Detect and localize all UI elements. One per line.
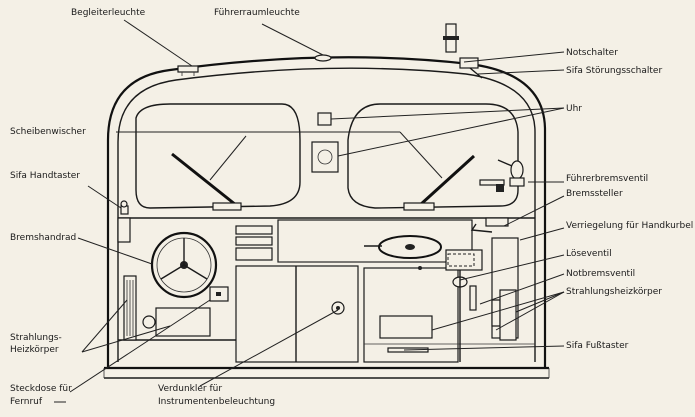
clock-icon <box>311 141 339 173</box>
label-sifa-stoerungsschalter: Sifa Störungsschalter <box>566 66 662 76</box>
right-wiper <box>403 154 476 211</box>
labels: Begleiterleuchte Führerraumleuchte Notsc… <box>10 8 693 407</box>
sifa-handtaster-device <box>120 200 129 215</box>
dashboard <box>117 217 535 263</box>
label-steckdose-line1: Steckdose für <box>10 384 72 394</box>
fuehrerraumleuchte-lamp <box>314 54 332 62</box>
handkurbel-assembly <box>479 159 525 192</box>
label-loeseventil: Löseventil <box>566 249 612 259</box>
label-verdunkler-line2: Instrumentenbeleuchtung <box>158 397 275 407</box>
right-window <box>347 103 519 209</box>
label-notbremsventil: Notbremsventil <box>566 269 635 279</box>
left-window <box>135 103 301 209</box>
label-strahlungs-line2: Heizkörper <box>10 345 59 355</box>
label-fuehrerraumleuchte: Führerraumleuchte <box>214 8 300 18</box>
label-sifa-fusstaster: Sifa Fußtaster <box>566 341 629 351</box>
label-begleiterleuchte: Begleiterleuchte <box>71 8 146 18</box>
switch-block <box>235 225 273 261</box>
label-verdunkler-line1: Verdunkler für <box>158 384 222 394</box>
notschalter-device <box>443 23 483 79</box>
center-cabinet <box>235 265 359 363</box>
left-cabinet <box>118 275 236 341</box>
label-strahlungsheizkoerper-right: Strahlungsheizkörper <box>566 287 662 297</box>
label-scheibenwischer: Scheibenwischer <box>10 127 86 137</box>
leader-lines <box>54 19 565 403</box>
label-notschalter: Notschalter <box>566 48 618 58</box>
label-sifa-handtaster: Sifa Handtaster <box>10 171 80 181</box>
begleiterleuchte-lamp <box>177 65 199 73</box>
cab-outline <box>103 56 550 379</box>
label-uhr: Uhr <box>566 104 582 114</box>
label-bremshandrad: Bremshandrad <box>10 233 76 243</box>
label-strahlungs-line1: Strahlungs- <box>10 333 62 343</box>
left-wiper <box>171 152 242 211</box>
label-steckdose-line2: Fernruf <box>10 397 43 407</box>
bremshandrad-wheel <box>150 231 218 299</box>
label-fuehrerbremsventil: Führerbremsventil <box>566 174 648 184</box>
brake-wheel <box>364 235 475 270</box>
label-verriegelung: Verriegelung für Handkurbel <box>566 221 693 231</box>
label-bremssteller: Bremssteller <box>566 189 623 199</box>
fuehrerbremsventil-console <box>445 217 519 362</box>
small-control-box <box>317 112 332 126</box>
